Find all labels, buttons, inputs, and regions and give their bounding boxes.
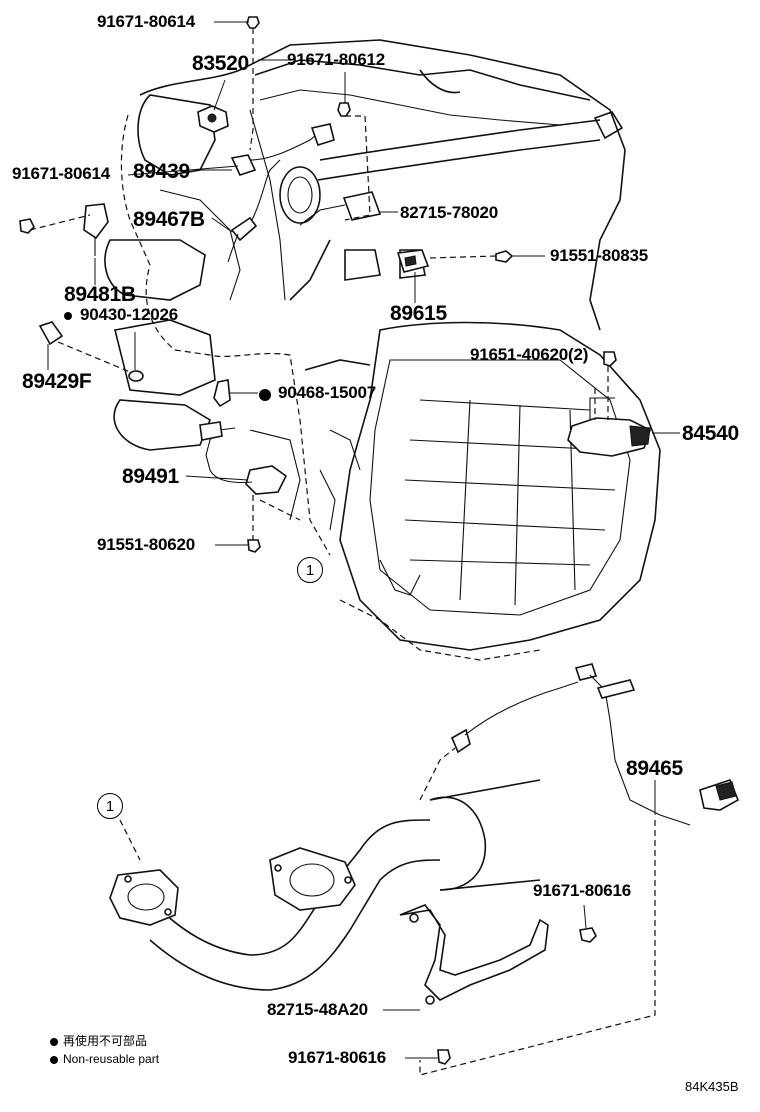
label-91551-80835: 91551-80835 [550,246,649,265]
label-91671-80616-upper: 91671-80616 [533,881,632,900]
diagram-code: 84K435B [685,1079,739,1094]
label-89481b: 89481B [64,283,136,306]
label-91671-80614-top: 91671-80614 [97,12,196,31]
callout-1-lower: 1 [97,793,123,819]
label-83520: 83520 [192,52,249,75]
label-90468-15007: 90468-15007 [278,383,377,402]
label-89467b: 89467B [133,208,205,231]
label-91671-80614-left: 91671-80614 [12,164,111,183]
label-91671-80616-lower: 91671-80616 [288,1048,387,1067]
non-reusable-dot-icon [50,1055,58,1064]
label-89615: 89615 [390,302,447,325]
leader-lines [47,21,680,1059]
engine-parts [19,16,651,553]
label-89491: 89491 [122,465,179,488]
label-91651-40620: 91651-40620(2) [470,345,589,364]
label-82715-48a20: 82715-48A20 [267,1000,368,1019]
label-84540: 84540 [682,422,739,445]
label-89465: 89465 [626,757,683,780]
legend-jp-text: 再使用不可部品 [63,1034,148,1048]
assembly-lines [29,28,656,1076]
label-82715-78020: 82715-78020 [400,203,499,222]
label-91551-80620: 91551-80620 [97,535,196,554]
non-reusable-dot-icon [50,1037,58,1046]
legend-non-reusable-en: Non-reusable part [50,1053,159,1065]
non-reusable-dot-icon [259,388,271,401]
label-91671-80612: 91671-80612 [287,50,386,69]
label-89429f: 89429F [22,370,92,393]
non-reusable-dot-icon [64,311,72,320]
non-reusable-marker-90430 [64,309,77,321]
engine-assembly-drawing [104,39,661,661]
label-90430-12026: 90430-12026 [80,305,179,324]
label-89439: 89439 [133,160,190,183]
exhaust-assembly-drawing [109,663,740,1065]
legend-non-reusable-jp: 再使用不可部品 [50,1035,147,1047]
callout-1-upper: 1 [297,557,323,583]
non-reusable-marker-90468 [259,388,276,401]
legend-en-text: Non-reusable part [63,1052,160,1066]
